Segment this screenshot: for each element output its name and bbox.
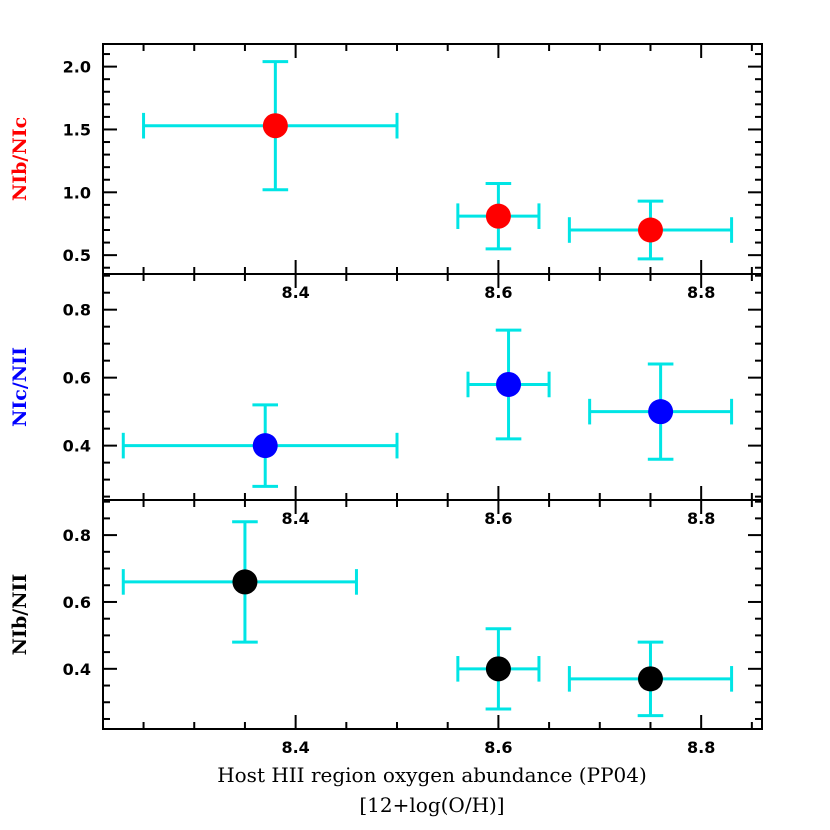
data-point xyxy=(567,640,734,718)
x-tick-label: 8.4 xyxy=(281,738,309,757)
x-tick-label: 8.8 xyxy=(687,738,715,757)
y-tick-label: 1.5 xyxy=(63,120,91,139)
marker xyxy=(637,217,663,243)
y-tick-label: 1.0 xyxy=(63,183,91,202)
panel-frame xyxy=(102,273,763,501)
panel-1: 0.5 1.0 1.5 2.0 8.4 8.6 8.8 NIb/NIc xyxy=(9,43,763,302)
panel-frame xyxy=(102,499,763,730)
x-tick-label: 8.6 xyxy=(484,738,512,757)
data-point xyxy=(456,182,541,251)
x-tick-label: 8.6 xyxy=(484,509,512,528)
data-point xyxy=(121,403,399,488)
x-tick-label: 8.8 xyxy=(687,283,715,302)
y-tick-label: 0.5 xyxy=(63,246,91,265)
y-tick-label: 0.6 xyxy=(63,369,91,388)
data-point xyxy=(142,60,399,192)
panels: 0.5 1.0 1.5 2.0 8.4 8.6 8.8 NIb/NIc 0.4 0.6 0.8 8.4… xyxy=(9,43,763,757)
y-tick-label: 2.0 xyxy=(63,58,91,77)
data-point xyxy=(567,199,734,261)
panel-frame xyxy=(102,43,763,275)
marker xyxy=(485,656,511,682)
y-axis-title: NIb/NIc xyxy=(9,117,31,201)
y-axis-title: NIc/NII xyxy=(9,347,31,427)
y-tick-label: 0.8 xyxy=(63,526,91,545)
y-tick-label: 0.8 xyxy=(63,301,91,320)
x-tick-label: 8.4 xyxy=(281,283,309,302)
y-tick-label: 0.6 xyxy=(63,593,91,612)
x-tick-label: 8.4 xyxy=(281,509,309,528)
marker xyxy=(648,399,674,425)
marker xyxy=(262,113,288,139)
data-point xyxy=(456,627,541,711)
y-tick-label: 0.4 xyxy=(63,437,91,456)
marker xyxy=(252,433,278,459)
x-axis-title-line1: Host HII region oxygen abundance (PP04) xyxy=(217,763,647,787)
marker xyxy=(637,666,663,692)
y-tick-label: 0.4 xyxy=(63,660,91,679)
x-tick-label: 8.8 xyxy=(687,509,715,528)
x-tick-label: 8.6 xyxy=(484,283,512,302)
marker xyxy=(232,569,258,595)
marker xyxy=(496,371,522,397)
data-point xyxy=(588,362,734,461)
data-point xyxy=(466,328,551,441)
y-axis-title: NIb/NII xyxy=(9,574,31,656)
data-point xyxy=(121,520,358,644)
x-axis-title-line2: [12+log(O/H)] xyxy=(359,793,504,817)
marker xyxy=(485,203,511,229)
